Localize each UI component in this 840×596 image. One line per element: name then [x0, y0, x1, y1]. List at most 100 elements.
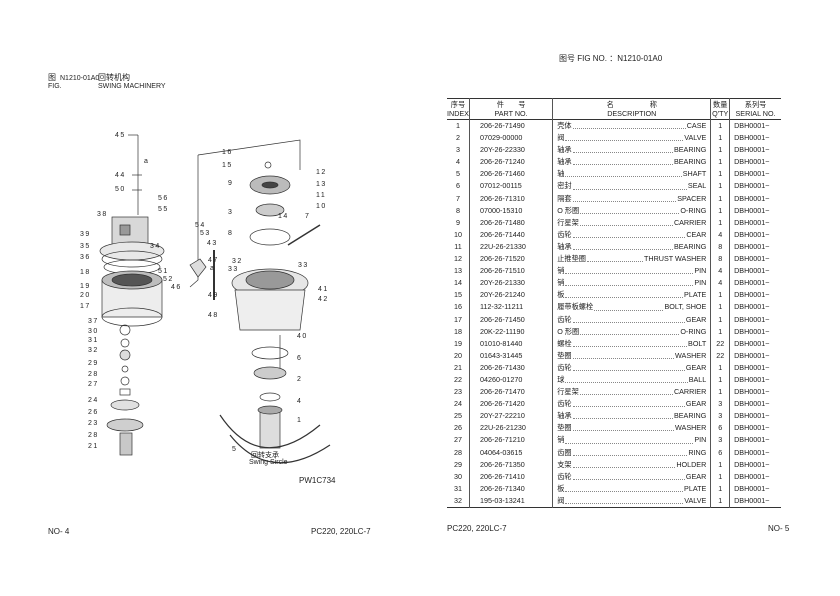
callout-29: 29 [88, 360, 99, 367]
callout-26: 26 [88, 409, 99, 416]
cell-part-no: 206-26-71480 [468, 216, 553, 229]
description-cn: 螺栓 [557, 338, 572, 348]
leader-dots [572, 144, 673, 154]
callout-8: 8 [228, 230, 234, 237]
leader-dots [565, 289, 684, 299]
cell-part-no: 206-26-71460 [468, 168, 553, 181]
cell-description: 隔套 SPACER [552, 192, 711, 205]
description-en: VALVE [684, 495, 707, 505]
figure-title-cn: 回转机构 [98, 73, 130, 82]
cell-qty: 22 [710, 337, 730, 350]
description-cn: 销 [557, 278, 565, 288]
cell-serial: DBH0001~ [729, 373, 781, 387]
leader-dots [572, 120, 686, 130]
description-en: SPACER [677, 193, 707, 203]
description-en: GEAR [685, 399, 707, 409]
leader-dots [565, 132, 684, 142]
cell-serial: DBH0001~ [729, 253, 781, 266]
cell-serial: DBH0001~ [729, 386, 781, 399]
callout-24: 24 [88, 397, 99, 404]
cell-serial: DBH0001~ [729, 216, 781, 229]
figure-title-en: SWING MACHINERY [98, 83, 166, 90]
leader-dots [580, 326, 680, 335]
callout-38: 38 [97, 211, 108, 218]
cell-part-no: 01010-81440 [468, 337, 553, 350]
description-en: O-RING [680, 326, 707, 336]
description-cn: 轴承 [557, 157, 572, 167]
fig-number: N1210-01A0 [60, 75, 100, 82]
callout-34: 34 [150, 243, 161, 250]
description-en: O-RING [680, 205, 707, 215]
cell-index: 26 [453, 423, 462, 433]
callout-10: 10 [316, 203, 327, 210]
description-cn: 隔套 [557, 193, 572, 203]
leader-dots [594, 301, 664, 311]
description-en: CARRIER [673, 387, 707, 397]
description-cn: 轴承 [557, 241, 572, 251]
callout-17: 17 [80, 303, 91, 310]
cell-qty: 1 [710, 361, 730, 374]
callout-49: 49 [208, 292, 219, 299]
leader-dots [580, 205, 680, 214]
cell-part-no: 206-26-71350 [468, 458, 553, 471]
cell-qty: 4 [710, 265, 730, 278]
cell-qty: 1 [710, 204, 730, 217]
cell-qty: 1 [710, 156, 730, 169]
cell-part-no: 04260-01270 [468, 373, 553, 387]
description-en: RING [688, 447, 707, 457]
cell-part-no: 206-26-71440 [468, 228, 553, 241]
cell-index: 13 [453, 266, 462, 276]
cell-serial: DBH0001~ [729, 398, 781, 411]
cell-qty: 1 [710, 301, 730, 314]
cell-index: 25 [453, 411, 462, 421]
cell-part-no: 20K-22-11190 [468, 325, 553, 338]
description-en: HOLDER [676, 459, 707, 469]
page-number-left: NO- 4 [48, 527, 70, 536]
cell-index: 19 [453, 338, 462, 348]
cell-serial: DBH0001~ [729, 180, 781, 193]
callout-12: 12 [316, 169, 327, 176]
description-cn: 阀 [557, 495, 565, 505]
callout-5: 5 [232, 446, 238, 453]
cell-part-no: 206-26-71470 [468, 386, 553, 399]
description-cn: 支架 [557, 459, 572, 469]
swing-circle-label-cn: 回转支承 [251, 452, 279, 459]
description-en: BALL [688, 374, 707, 384]
header-qty: 数量 Q'TY [710, 98, 730, 120]
description-en: GEAR [685, 362, 707, 372]
cell-index: 21 [453, 362, 462, 372]
cell-qty: 1 [710, 144, 730, 157]
cell-qty: 1 [710, 373, 730, 387]
cell-index: 2 [455, 133, 460, 143]
description-cn: 齿轮 [557, 399, 572, 409]
description-cn: O 形圈 [557, 326, 580, 336]
cell-part-no: 20Y-27-22210 [468, 410, 553, 423]
callout-4: 4 [297, 398, 303, 405]
callout-46: 46 [171, 284, 182, 291]
cell-serial: DBH0001~ [729, 301, 781, 314]
callout-31: 31 [88, 337, 99, 344]
description-en: GEAR [685, 314, 707, 324]
description-en: PLATE [684, 290, 707, 300]
